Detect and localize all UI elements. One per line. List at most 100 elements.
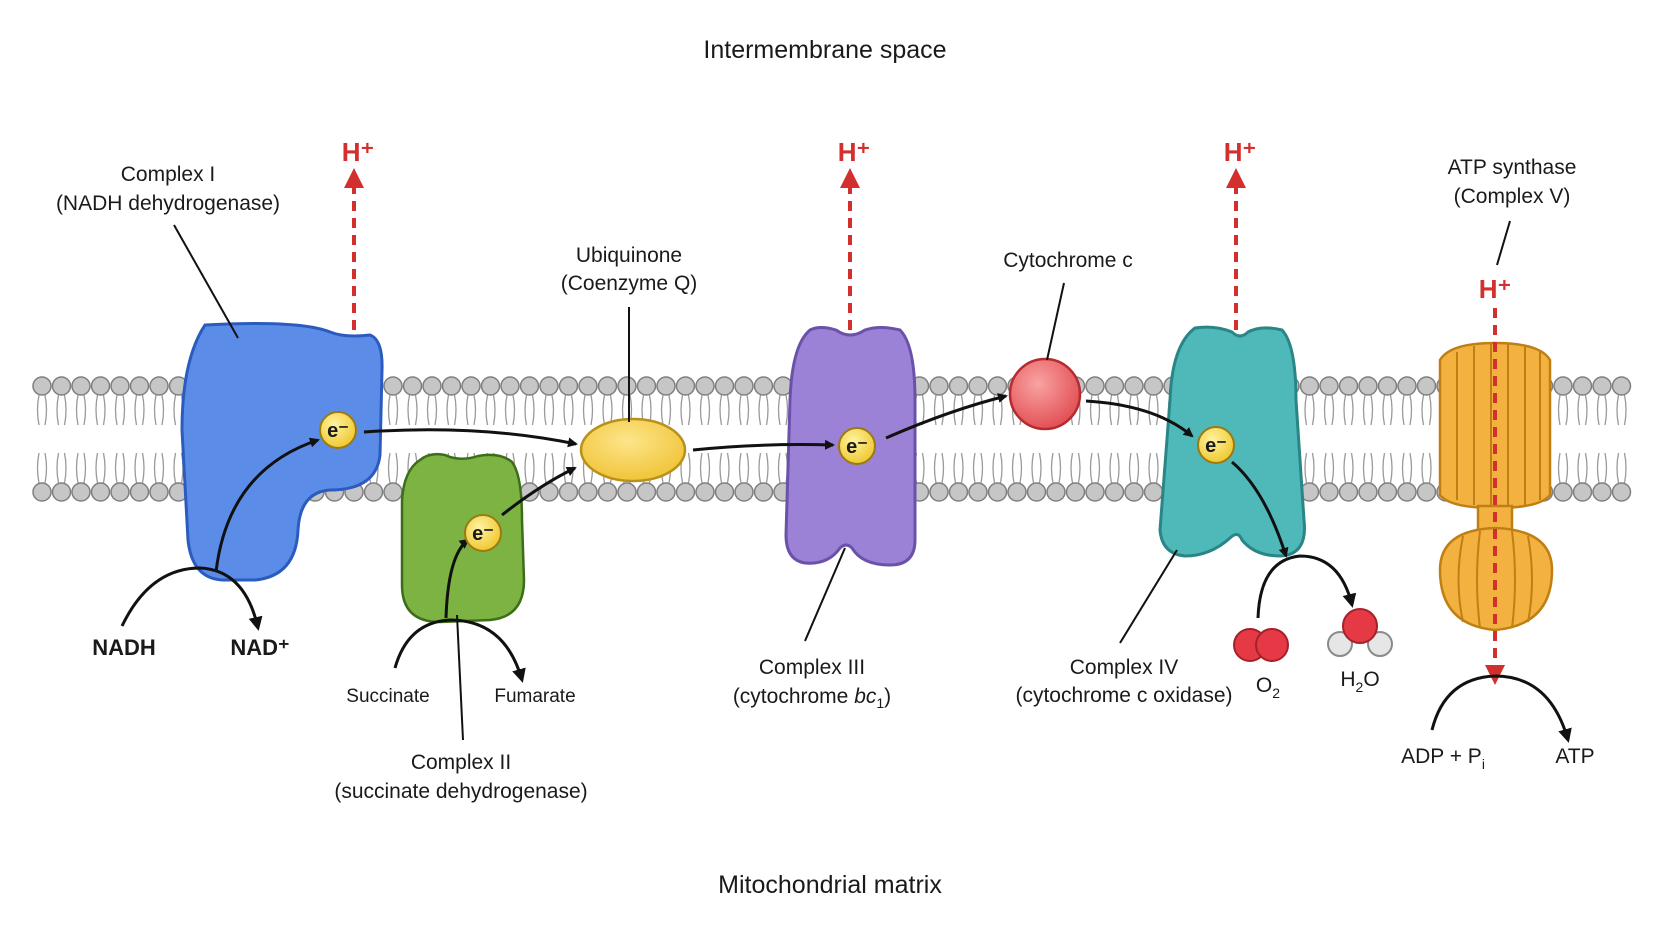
lipid-head — [71, 482, 91, 502]
lipid-tail — [1557, 452, 1569, 484]
lipid-head — [1572, 482, 1593, 502]
lipid-head — [1299, 376, 1320, 396]
lipid-head — [90, 376, 111, 396]
electron-label: e⁻ — [327, 420, 349, 442]
lipid-head — [929, 376, 949, 396]
lipid-tail — [504, 394, 516, 426]
lipid-tail — [1616, 452, 1627, 484]
lipid-tail — [992, 452, 1003, 484]
lipid-tail — [1421, 452, 1432, 484]
lipid-tail — [660, 394, 672, 426]
lipid-head — [968, 376, 988, 396]
lipid-tail — [134, 452, 145, 484]
lipid-head — [1377, 376, 1398, 396]
lipid-tail — [1343, 394, 1354, 426]
complex-iii-sub-a: (cytochrome — [733, 685, 854, 708]
lipid-tail — [446, 394, 457, 426]
lipid-head — [1065, 482, 1086, 502]
lipid-head — [383, 376, 403, 396]
lipid-tail — [1596, 452, 1608, 484]
lipid-tail — [524, 394, 535, 426]
proton-label-complex-iv: H⁺ — [1224, 137, 1257, 167]
lipid-head — [695, 482, 715, 502]
lipid-tail — [1362, 394, 1374, 426]
lipid-tail — [1382, 452, 1393, 484]
lipid-tail — [1596, 394, 1608, 426]
electron-flow-complex-iv-to-o2 — [1231, 460, 1289, 558]
lipid-head — [71, 376, 91, 396]
adp-pi-label-main: ADP + P — [1401, 745, 1482, 768]
complex-iii-sub-d: ) — [884, 685, 891, 708]
lipid-head — [1592, 376, 1612, 396]
lipid-tail — [1148, 452, 1159, 484]
lipid-tail — [563, 394, 574, 426]
electron-complex-iv: e⁻ — [1197, 426, 1235, 464]
lipid-tail — [426, 394, 438, 426]
lipid-tail — [1421, 394, 1432, 426]
lipid-head — [1104, 482, 1125, 502]
lipid-tail — [1070, 452, 1081, 484]
lipid-head — [1553, 376, 1573, 396]
reaction-arc-succinate — [393, 618, 526, 683]
lipid-tail — [1128, 452, 1140, 484]
complex-iv-subtitle: (cytochrome c oxidase) — [1015, 684, 1232, 707]
proton-label-atp-synthase: H⁺ — [1479, 274, 1512, 304]
ubiquinone-title: Ubiquinone — [576, 244, 682, 267]
lipid-tail — [1050, 452, 1062, 484]
lipid-tail — [56, 452, 67, 484]
oxygen-label: O2 — [1256, 674, 1280, 701]
complex-i-title: Complex I — [121, 163, 216, 186]
lipid-head — [110, 376, 130, 396]
electron-flow-complex-i-to-q — [363, 428, 578, 448]
lipid-tail — [1323, 452, 1335, 484]
lipid-head — [753, 376, 774, 396]
lipid-head — [597, 376, 618, 396]
lipid-head — [1046, 482, 1066, 502]
electron-label: e⁻ — [472, 523, 494, 545]
water-label-b: 2 — [1356, 679, 1364, 695]
water-molecule-icon — [1327, 608, 1393, 657]
lipid-head — [383, 482, 403, 502]
electron-complex-i: e⁻ — [319, 411, 357, 449]
lipid-head — [461, 376, 481, 396]
lipid-tail — [758, 394, 769, 426]
cytochrome-c-shape — [1008, 357, 1082, 431]
lipid-head — [1592, 482, 1612, 502]
lipid-tail — [36, 394, 48, 426]
lipid-tail — [699, 394, 711, 426]
lipid-tail — [1577, 394, 1588, 426]
lipid-tail — [1401, 452, 1413, 484]
lipid-tail — [1011, 452, 1023, 484]
lipid-head — [1143, 376, 1164, 396]
lipid-tail — [1304, 394, 1315, 426]
complex-ii-subtitle: (succinate dehydrogenase) — [334, 780, 587, 803]
lipid-tail — [1557, 394, 1569, 426]
complex-i-shape — [180, 322, 384, 582]
lipid-head — [149, 376, 169, 396]
lipid-tail — [1109, 452, 1120, 484]
lipid-head — [1007, 482, 1027, 502]
water-label-a: H — [1340, 668, 1355, 691]
lipid-tail — [953, 452, 964, 484]
lipid-head — [636, 376, 657, 396]
lipid-head — [948, 482, 969, 502]
proton-label-complex-iii: H⁺ — [838, 137, 871, 167]
lipid-tail — [933, 452, 945, 484]
lipid-tail — [153, 452, 165, 484]
reaction-arc-adp — [1430, 674, 1572, 743]
lipid-head — [110, 482, 130, 502]
complex-iii-sub-b: bc — [854, 685, 877, 708]
complex-ii-shape — [400, 452, 526, 624]
lipid-head — [987, 482, 1008, 502]
lipid-head — [1611, 376, 1632, 396]
lipid-tail — [738, 394, 750, 426]
leader-complex-iv — [1119, 549, 1178, 644]
lipid-head — [714, 376, 735, 396]
lipid-tail — [114, 452, 126, 484]
lipid-head — [675, 376, 696, 396]
lipid-tail — [1401, 394, 1413, 426]
lipid-head — [1319, 376, 1339, 396]
lipid-tail — [75, 394, 87, 426]
lipid-head — [129, 376, 150, 396]
lipid-head — [1397, 376, 1417, 396]
